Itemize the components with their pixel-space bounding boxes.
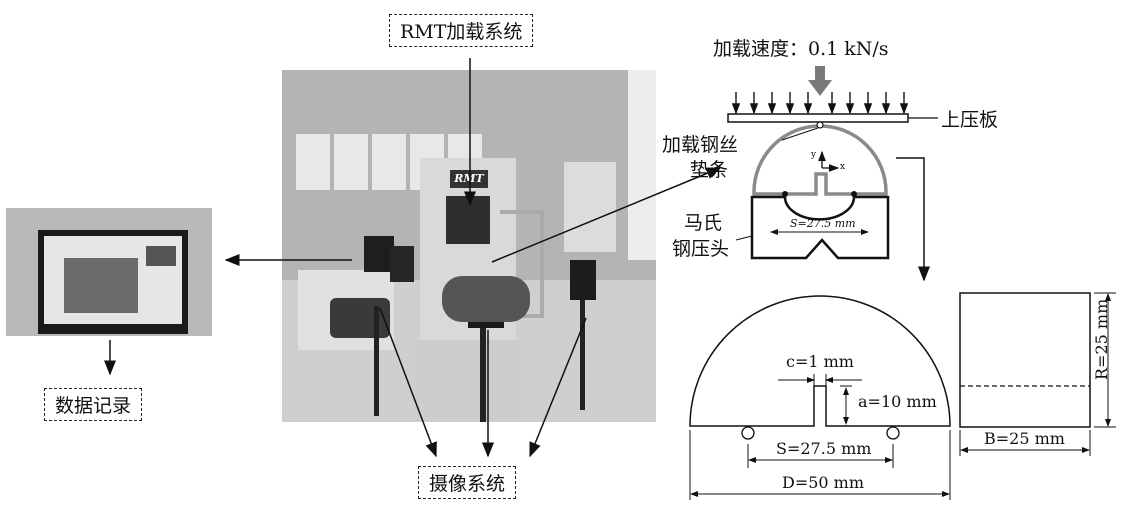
axis-y-label: y xyxy=(811,150,817,160)
camera-right xyxy=(570,260,596,300)
marshall-leader xyxy=(735,235,753,241)
rmt-sign-text: RMT xyxy=(454,172,484,185)
poster-board xyxy=(296,134,330,190)
tripod-left xyxy=(374,306,379,416)
rmt-sign: RMT xyxy=(450,170,488,188)
scb-specimen-gray xyxy=(752,124,888,196)
distributed-load-arrows xyxy=(731,92,909,115)
diameter-label: D=50 mm xyxy=(782,473,865,492)
thickness-label: B=25 mm xyxy=(984,429,1065,448)
specimen-front-view xyxy=(689,295,951,427)
arrow-camera-left xyxy=(379,307,437,458)
small-span-label: S=27.5 mm xyxy=(790,217,856,230)
monitor-panel xyxy=(146,246,176,266)
camera-left-2 xyxy=(390,246,414,282)
radius-label: R=25 mm xyxy=(1092,298,1111,380)
upper-plate-label: 上压板 xyxy=(941,109,999,131)
specimen-fixture xyxy=(442,276,530,322)
axis-x-label: x xyxy=(840,162,846,172)
axes-indicator xyxy=(818,150,840,172)
poster-board xyxy=(334,134,368,190)
notch-width-label: c=1 mm xyxy=(786,352,854,371)
main-load-arrow xyxy=(808,66,832,96)
tripod-right xyxy=(580,300,585,410)
wire-leader xyxy=(781,127,819,141)
loading-wire-label: 加载钢丝 xyxy=(662,134,739,156)
span-label: S=27.5 mm xyxy=(776,439,872,458)
loading-wire-label-2: 垫条 xyxy=(690,159,729,181)
specimen-side-view xyxy=(959,292,1091,428)
support-roller xyxy=(782,191,788,197)
cabinet xyxy=(564,162,616,252)
marshall-label-2: 钢压头 xyxy=(672,238,730,260)
top-loading-point xyxy=(816,121,824,129)
front-support xyxy=(886,426,900,440)
poster-board xyxy=(372,134,406,190)
loading-speed-label: 加载速度：0.1 kN/s xyxy=(713,38,889,60)
arrow-setup-to-specimen xyxy=(896,157,930,282)
notch-depth-label: a=10 mm xyxy=(858,392,937,411)
rmt-system-label: RMT加载系统 xyxy=(389,14,534,47)
camera-left xyxy=(364,236,394,272)
machine-base xyxy=(414,340,526,422)
marshall-head xyxy=(750,195,890,260)
camera-system-label: 摄像系统 xyxy=(418,466,517,499)
bag xyxy=(330,298,390,338)
upper-plate xyxy=(727,113,909,123)
marshall-label: 马氏 xyxy=(684,212,723,234)
monitor-chart-area xyxy=(64,258,138,313)
monitor-photo xyxy=(6,208,212,336)
arrow-photo-to-diagram xyxy=(491,167,722,263)
front-support xyxy=(741,426,755,440)
support-roller xyxy=(851,191,857,197)
arrow-camera-right xyxy=(529,317,587,458)
window xyxy=(628,70,656,260)
data-record-label: 数据记录 xyxy=(44,388,143,421)
lab-photo: RMT xyxy=(282,70,656,422)
tripod-center xyxy=(480,328,486,422)
